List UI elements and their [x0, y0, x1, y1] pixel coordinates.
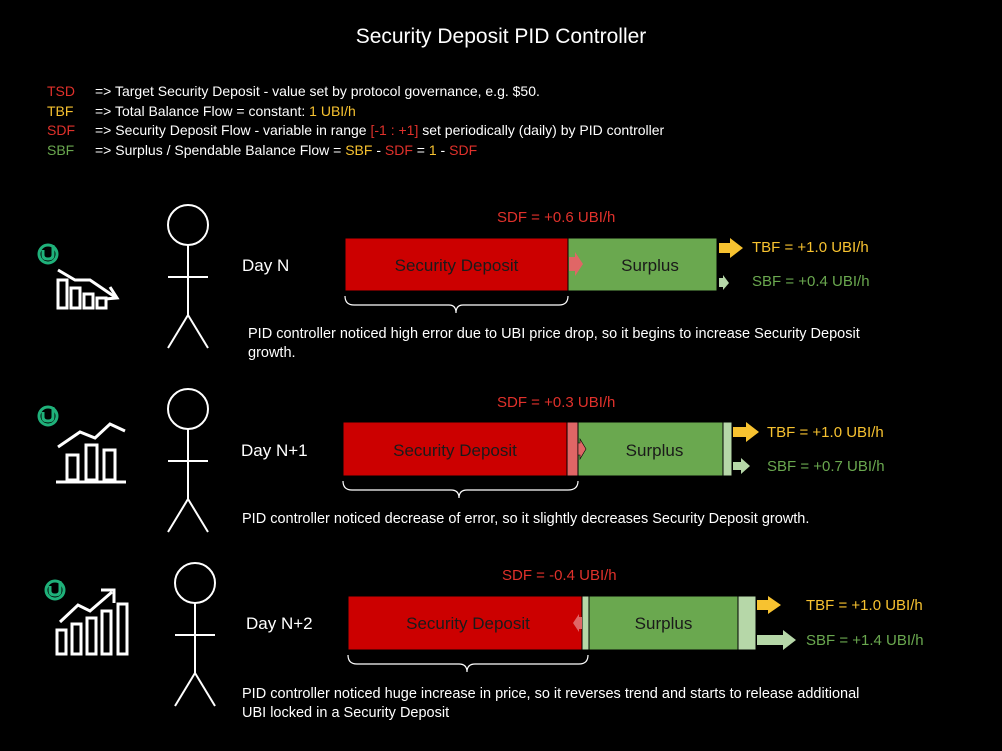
price-fluctuation-chart-icon — [56, 422, 126, 484]
legend-text-post: set periodically (daily) by PID controll… — [418, 122, 665, 138]
row-description: PID controller noticed high error due to… — [248, 326, 860, 361]
formula-sdf: SDF — [384, 141, 413, 158]
sdf-inflow-arrow — [577, 437, 587, 461]
deposit-brace — [347, 654, 589, 673]
sdf-outflow-arrow — [573, 614, 582, 632]
security-deposit-bar — [342, 421, 568, 477]
row-day-n — [37, 204, 743, 349]
security-deposit-label: Security Deposit — [394, 256, 519, 275]
deposit-growth-segment — [566, 421, 579, 477]
legend-text: => Total Balance Flow = constant: — [95, 102, 310, 119]
legend-row-tsd: TSD => Target Security Deposit - value se… — [47, 82, 664, 102]
legend-text: => Security Deposit Flow - variable in r… — [95, 122, 371, 138]
sbf-arrow — [757, 630, 796, 650]
sbf-arrow — [719, 275, 729, 290]
price-drop-chart-icon — [56, 268, 120, 310]
legend-range: [-1 : +1] — [370, 122, 419, 138]
legend-abbr: TSD — [47, 83, 75, 99]
legend-row-sbf: SBF=> Surplus / Spendable Balance Flow =… — [47, 141, 664, 161]
tbf-label: TBF = +1.0 UBI/h — [767, 424, 884, 441]
ubi-logo-icon — [44, 579, 66, 601]
sdf-inflow-arrow — [569, 252, 583, 276]
tbf-arrow — [757, 596, 781, 614]
person-icon — [167, 204, 209, 349]
tbf-arrow — [733, 422, 759, 442]
legend-abbr: TBF — [47, 102, 74, 119]
surplus-bar — [577, 421, 724, 477]
legend-text: => Surplus / Spendable Balance Flow = — [95, 141, 346, 158]
surplus-bar — [567, 237, 718, 292]
legend: TSD => Target Security Deposit - value se… — [47, 82, 664, 160]
sbf-label: SBF = +0.4 UBI/h — [752, 273, 870, 290]
security-deposit-label: Security Deposit — [393, 441, 517, 460]
tbf-arrow — [719, 238, 743, 258]
surplus-label: Surplus — [625, 441, 684, 460]
person-icon — [174, 562, 216, 707]
sdf-label: SDF = -0.4 UBI/h — [502, 567, 617, 584]
formula-sdf: SDF — [449, 141, 478, 158]
day-label: Day N+1 — [241, 441, 308, 460]
diagram-title: Security Deposit PID Controller — [355, 25, 647, 48]
tbf-label: TBF = +1.0 UBI/h — [752, 239, 869, 256]
formula-minus: - — [436, 141, 450, 158]
deposit-brace — [344, 295, 569, 314]
security-deposit-bar — [347, 595, 583, 651]
sdf-label: SDF = +0.6 UBI/h — [497, 209, 616, 226]
sdf-label: SDF = +0.3 UBI/h — [497, 394, 616, 411]
legend-row-sdf: SDF => Security Deposit Flow - variable i… — [47, 121, 664, 141]
formula-sbf: SBF — [345, 141, 373, 158]
surplus-bar — [588, 595, 739, 651]
day-label: Day N — [242, 256, 290, 275]
surplus-label: Surplus — [634, 614, 693, 633]
formula-one: 1 — [428, 141, 437, 158]
sbf-label: SBF = +0.7 UBI/h — [767, 458, 885, 475]
security-deposit-bar — [344, 237, 569, 292]
sbf-label: SBF = +1.4 UBI/h — [806, 632, 924, 649]
sbf-arrow — [733, 458, 750, 474]
surplus-growth-segment — [722, 421, 733, 477]
legend-abbr: SBF — [47, 141, 75, 158]
person-icon — [167, 388, 209, 533]
security-deposit-label: Security Deposit — [406, 614, 530, 633]
day-label: Day N+2 — [246, 614, 313, 633]
tbf-label: TBF = +1.0 UBI/h — [806, 597, 923, 614]
row-day-n-plus-2 — [44, 562, 796, 707]
ubi-logo-icon — [37, 243, 59, 265]
price-rise-chart-icon — [55, 588, 129, 656]
row-description: PID controller noticed huge increase in … — [242, 686, 860, 721]
legend-row-tbf: TBF => Total Balance Flow = constant: 1 U… — [47, 102, 664, 122]
row-description: PID controller noticed decrease of error… — [242, 511, 810, 527]
surplus-growth-segment — [737, 595, 757, 651]
legend-abbr: SDF — [47, 122, 75, 138]
formula-equals: = — [412, 141, 429, 158]
deposit-brace — [342, 480, 579, 499]
legend-text: => Target Security Deposit - value set b… — [95, 83, 540, 99]
formula-minus: - — [372, 141, 385, 158]
row-day-n-plus-1 — [37, 388, 759, 533]
ubi-logo-icon — [37, 405, 59, 427]
legend-value: 1 UBI/h — [309, 102, 356, 119]
surplus-label: Surplus — [621, 256, 679, 275]
